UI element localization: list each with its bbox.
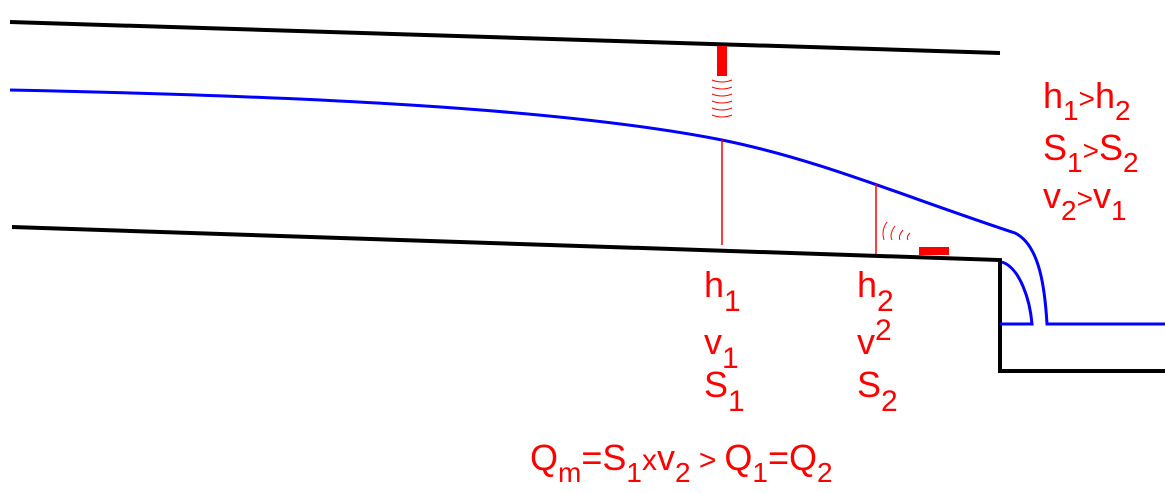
bottom-sensor-icon [882,221,949,255]
flow-formula: Qm=S1xv2 >Q1=Q2 [530,437,833,488]
section1-h-label: h1 [704,264,741,318]
ultrasonic-sensor-icon [711,46,733,118]
section1-s-label: S1 [704,364,745,418]
section2-v-label: v2 [857,314,892,362]
section2-s-label: S2 [857,364,898,418]
relation-h: h1>h2 [1043,75,1131,126]
section2-h-label: h2 [857,264,894,318]
water-surface-curve [9,88,1165,326]
channel-bottom-wall [11,225,1165,373]
water-nappe-inner [1000,260,1034,326]
channel-top-wall [9,20,1001,55]
relation-s: S1>S2 [1043,127,1139,178]
section1-v-label: v1 [704,321,739,375]
relation-v: v2>v1 [1043,175,1127,226]
